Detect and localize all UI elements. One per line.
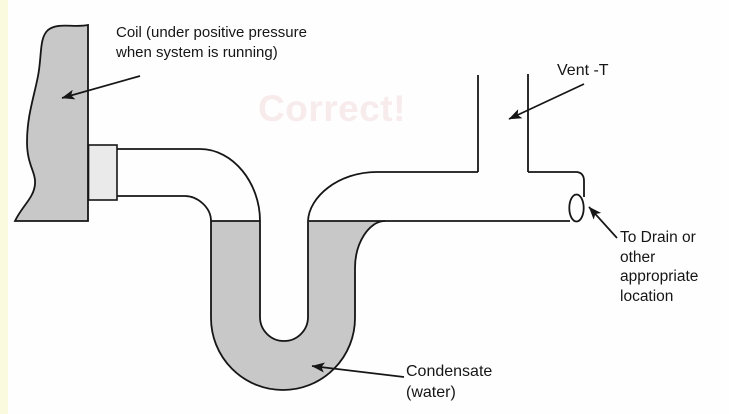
drain-arrow [588, 206, 618, 239]
drain-label-line3: appropriate [620, 268, 699, 286]
condensate-water-fill [211, 221, 385, 390]
coil-shape [13, 23, 89, 222]
drain-outlet-opening [568, 193, 585, 223]
drain-pipe-top-edge [528, 171, 585, 197]
condensate-label-line1: Condensate [406, 363, 493, 380]
coil-label: Coil (under positive pressure when syste… [116, 23, 307, 62]
condensate-arrow [311, 362, 405, 378]
condensate-label-line2: (water) [406, 384, 456, 401]
page-edge-strip [0, 0, 8, 414]
coil-outlet-pipe-bottom-edge [117, 195, 212, 222]
watermark-text: Correct! [258, 88, 406, 129]
drain-label-line4: location [620, 287, 674, 305]
coil-fitting [87, 144, 118, 201]
drain-label-line1: To Drain or [620, 229, 696, 246]
vent-arrow [508, 83, 585, 120]
coil-label-line2: when system is running) [116, 43, 278, 61]
coil-arrow [61, 75, 141, 100]
trap-outer-wall [210, 220, 386, 391]
coil-outlet-pipe-top-edge [117, 148, 261, 222]
vent-label: Vent -T [557, 62, 609, 79]
drain-label: To Drain or other appropriate location [620, 228, 698, 306]
coil-label-line1: Coil (under positive pressure [116, 24, 307, 41]
trap-inner-wall-and-riser-elbow [259, 171, 478, 342]
drain-label-line2: other [620, 248, 656, 266]
condensate-label: Condensate (water) [406, 361, 492, 403]
